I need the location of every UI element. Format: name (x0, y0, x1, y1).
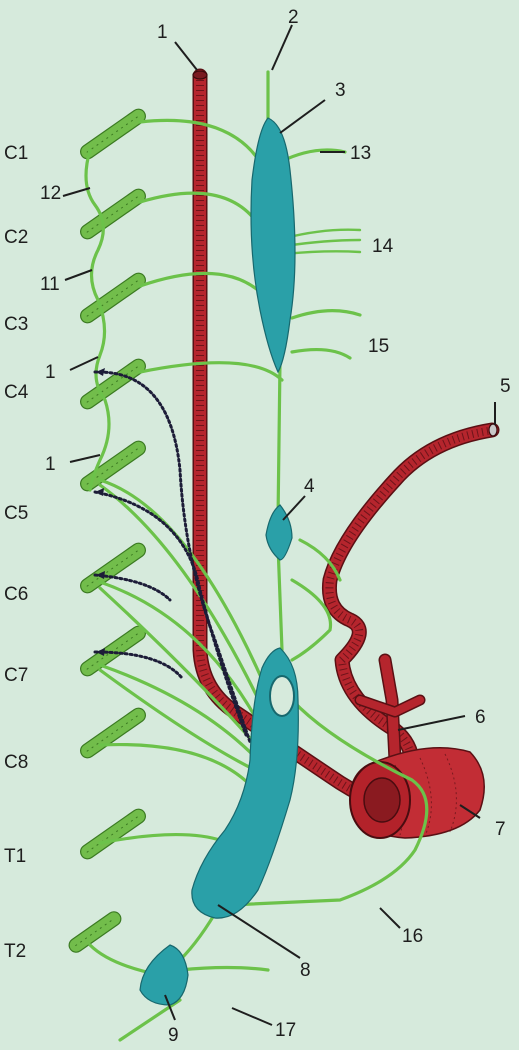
segment-label-c6: C6 (4, 584, 28, 605)
callout-1-top: 1 (157, 22, 168, 43)
segment-label-c4: C4 (4, 382, 29, 403)
callout-14: 14 (372, 236, 394, 257)
segment-label-c1: C1 (4, 143, 28, 164)
callout-4: 4 (304, 476, 315, 497)
callout-3: 3 (335, 80, 346, 101)
spinal-nerve-roots (66, 106, 148, 954)
callout-12: 12 (40, 183, 61, 204)
callout-2: 2 (288, 7, 299, 28)
segment-label-c5: C5 (4, 503, 28, 524)
root-c3 (78, 270, 148, 325)
segment-label-t2: T2 (4, 941, 26, 962)
second-thoracic-ganglion (140, 945, 188, 1005)
segment-label-t1: T1 (4, 846, 26, 867)
superior-cervical-ganglion (251, 118, 295, 372)
callout-1-low: 1 (45, 454, 56, 475)
callout-7: 7 (495, 819, 506, 840)
callout-16: 16 (402, 926, 423, 947)
segment-label-c8: C8 (4, 752, 28, 773)
subclavian-artery (350, 660, 484, 838)
root-t1 (78, 806, 148, 861)
callout-9: 9 (168, 1025, 179, 1046)
artery-5 (329, 424, 497, 790)
callout-6: 6 (475, 707, 486, 728)
callout-8: 8 (300, 960, 311, 981)
callout-11: 11 (40, 274, 60, 295)
callout-13: 13 (350, 143, 371, 164)
segment-label-c7: C7 (4, 665, 28, 686)
segment-label-c3: C3 (4, 314, 28, 335)
segment-label-c2: C2 (4, 227, 28, 248)
segment-labels: C1 C2 C3 C4 C5 C6 C7 C8 T1 T2 (4, 143, 29, 962)
callout-1-mid: 1 (45, 362, 56, 383)
callout-5: 5 (500, 376, 511, 397)
root-c8 (78, 705, 148, 760)
callout-15: 15 (368, 336, 389, 357)
callout-17: 17 (275, 1020, 296, 1041)
root-c4 (78, 356, 148, 411)
